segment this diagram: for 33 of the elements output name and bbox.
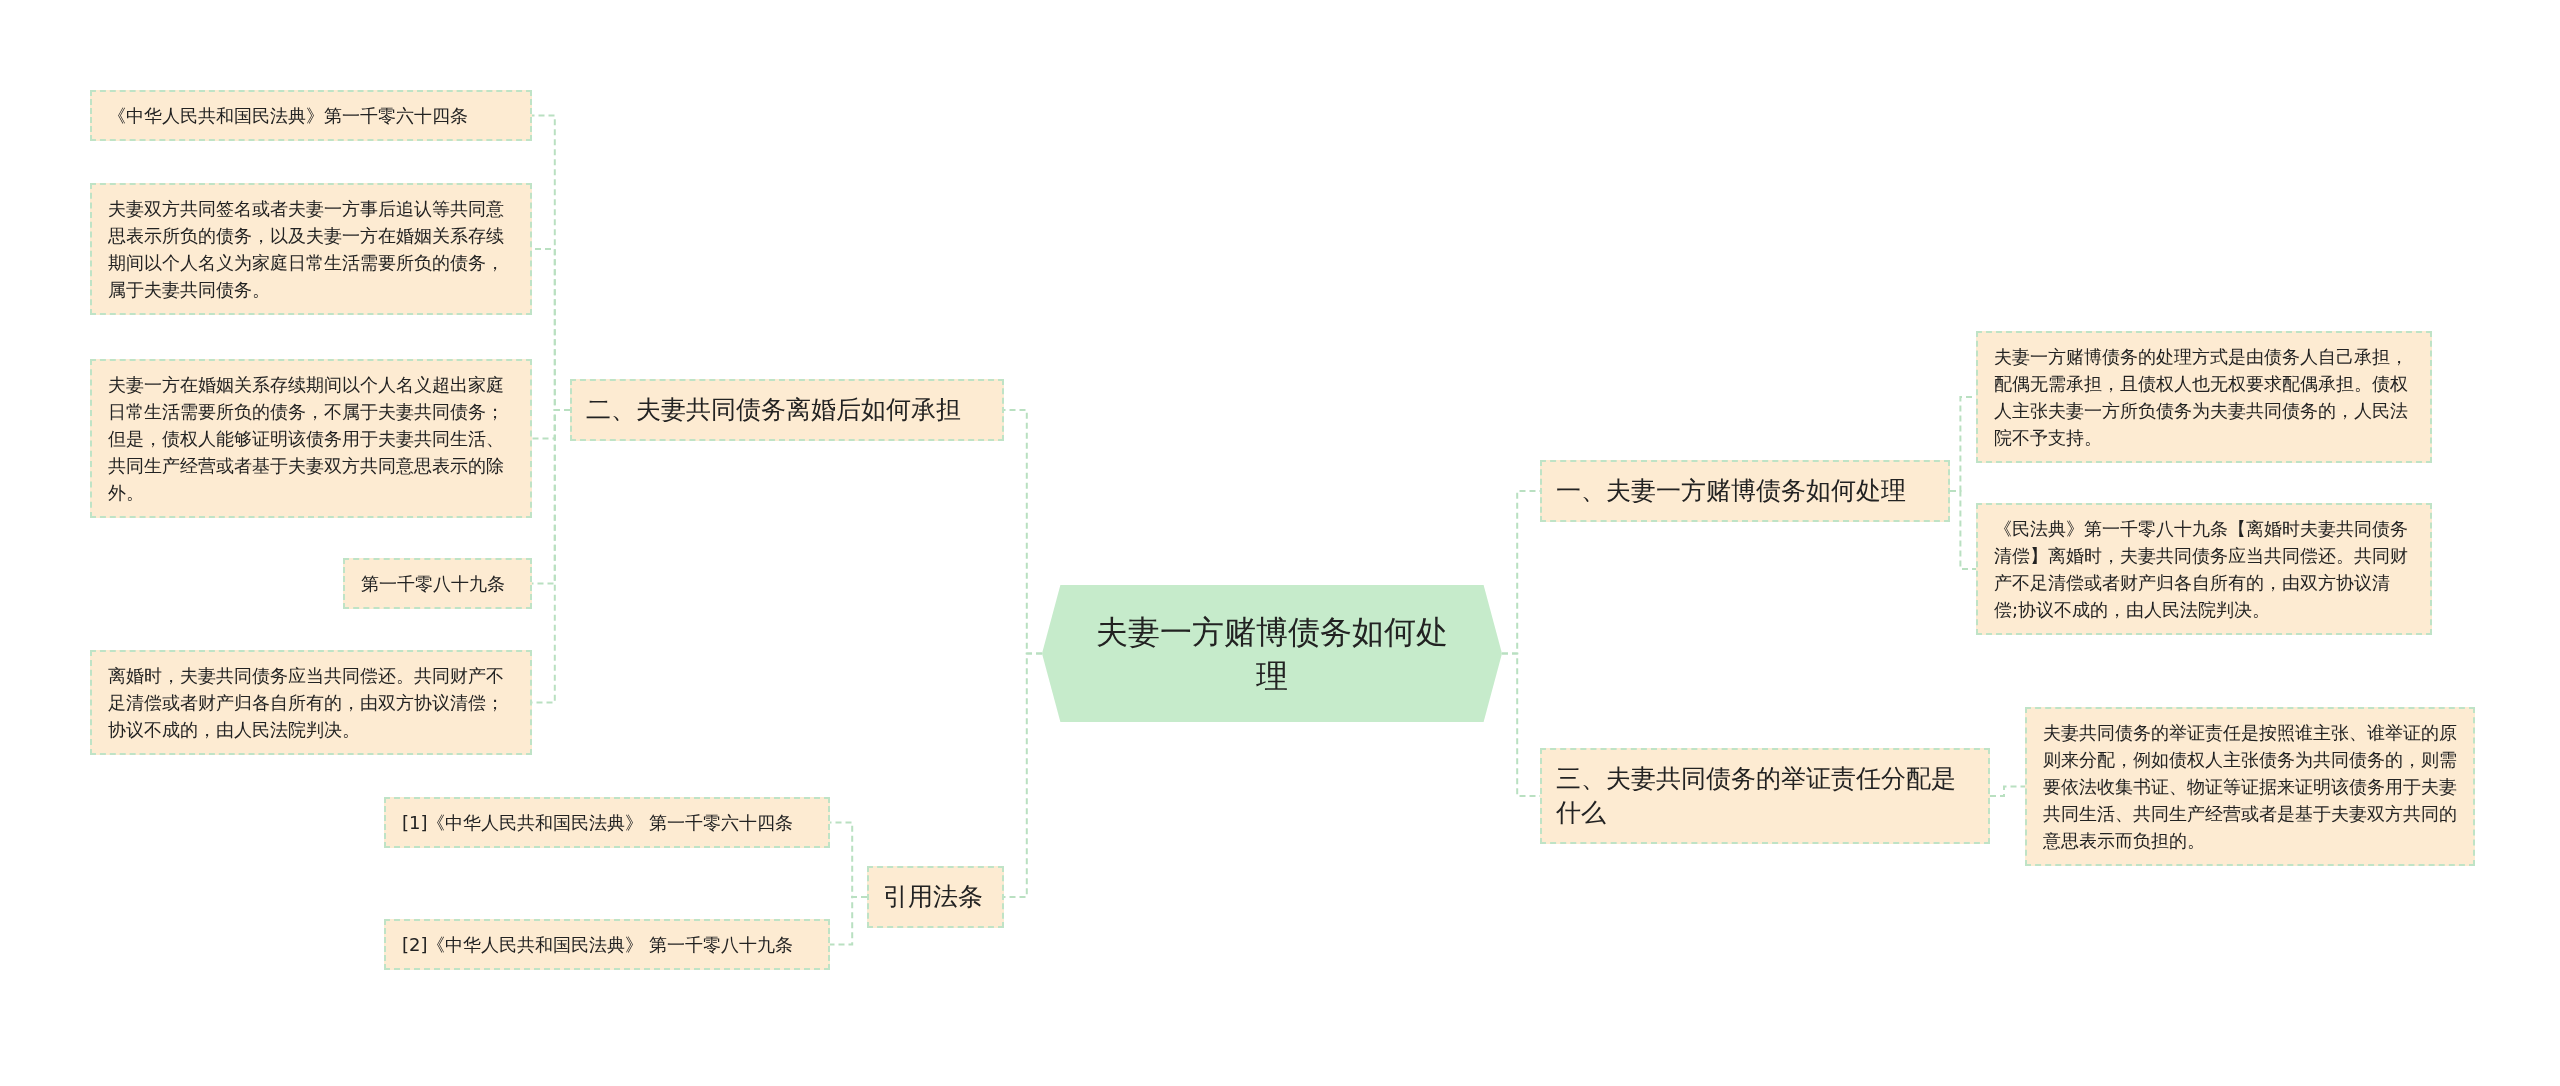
note-box (90, 183, 532, 315)
topic-text: 夫妻一方赌博债务的处理方式是由债务人自己承担，配偶无需承担，且债权人也无权要求配偶承担。债权人主张夫妻一方所负债务为夫妻共同债务的，人民法院不予支持。 (1994, 346, 2408, 448)
note-box (384, 797, 830, 848)
note-box (90, 359, 532, 518)
topic-text: [2]《中华人民共和国民法典》 第一千零八十九条 (402, 934, 794, 955)
topic-text: 《中华人民共和国民法典》第一千零六十四条 (108, 105, 468, 126)
topic-text: 《民法典》第一千零八十九条【离婚时夫妻共同债务清偿】离婚时，夫妻共同债务应当共同偿还。共同财产不足清偿或者财产归各自所有的，由双方协议清偿;协议不成的，由人民法院判决。 (1994, 518, 2408, 620)
branch-topic-box (1540, 460, 1950, 522)
topic-text: 夫妻一方在婚姻关系存续期间以个人名义超出家庭日常生活需要所负的债务，不属于夫妻共同债务；但是，债权人能够证明该债务用于夫妻共同生活、共同生产经营或者基于夫妻双方共同意思表示的除外。 (108, 374, 504, 503)
topic-text: 夫妻双方共同签名或者夫妻一方事后追认等共同意思表示所负的债务，以及夫妻一方在婚姻关系存续期间以个人名义为家庭日常生活需要所负的债务，属于夫妻共同债务。 (108, 198, 504, 300)
note-box (90, 650, 532, 755)
branch-topic-box (867, 866, 1004, 928)
topic-text: 夫妻一方赌博债务如何处理 (1095, 611, 1449, 697)
note-box (90, 90, 532, 141)
note-box (384, 919, 830, 970)
topic-text: 引用法条 (883, 882, 983, 911)
connector-line (1949, 490, 1977, 570)
note-box (1976, 331, 2432, 463)
topic-text: 二、夫妻共同债务离婚后如何承担 (586, 395, 961, 424)
note-box (2025, 707, 2475, 866)
connector-line (1989, 785, 2026, 797)
note-box (1976, 503, 2432, 635)
connector-line (829, 896, 868, 946)
topic-text: 一、夫妻一方赌博债务如何处理 (1556, 476, 1906, 505)
topic-hexagon (1042, 585, 1502, 722)
topic-text: 三、夫妻共同债务的举证责任分配是什么 (1556, 764, 1956, 827)
topic-text: [1]《中华人民共和国民法典》 第一千零六十四条 (402, 812, 794, 833)
note-box (343, 558, 532, 609)
branch-topic-box (570, 379, 1004, 441)
topic-text: 夫妻共同债务的举证责任是按照谁主张、谁举证的原则来分配，例如债权人主张债务为共同债务的，则需要依法收集书证、物证等证据来证明该债务用于夫妻共同生活、共同生产经营或者是基于夫妻双方共同的意思表示而负担的。 (2043, 722, 2457, 851)
topic-text: 离婚时，夫妻共同债务应当共同偿还。共同财产不足清偿或者财产归各自所有的，由双方协议清偿；协议不成的，由人民法院判决。 (108, 665, 504, 740)
branch-topic-box (1540, 748, 1990, 844)
topic-text: 第一千零八十九条 (361, 573, 505, 594)
